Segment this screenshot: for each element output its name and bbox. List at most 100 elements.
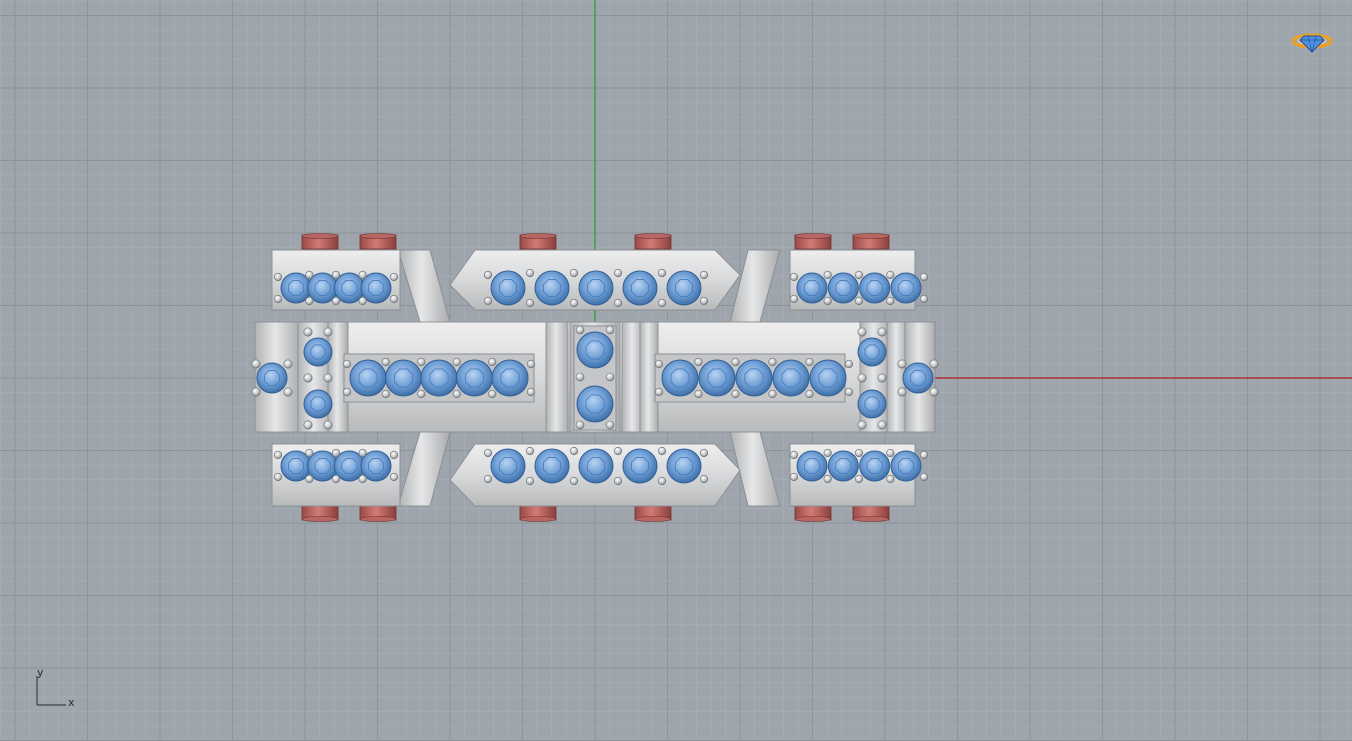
prong-bead [273, 294, 283, 304]
prong-bead [525, 298, 535, 308]
prong-bead [699, 448, 709, 458]
prong-bead [605, 420, 615, 430]
gemstone [857, 389, 887, 419]
prong-bead [823, 474, 832, 484]
prong-bead [323, 327, 333, 337]
prong-bead [358, 270, 367, 280]
prong-bead [303, 327, 313, 337]
prong-bead [358, 474, 367, 484]
prong-bead [823, 270, 832, 280]
prong-bead [844, 359, 854, 369]
prong-bead [699, 270, 709, 280]
prong-bead [657, 476, 667, 486]
prong-bead [857, 373, 867, 383]
prong-bead [569, 268, 579, 278]
gemstone [360, 272, 392, 304]
prong-bead [305, 474, 314, 484]
prong-bead [699, 474, 709, 484]
axis-widget-lines [36, 676, 66, 706]
gemstone [349, 359, 387, 397]
prong-bead [613, 298, 623, 308]
prong-bead [342, 387, 352, 397]
gemstone [796, 272, 828, 304]
gemstone [578, 448, 614, 484]
jewelry-ring-icon[interactable] [1290, 28, 1334, 54]
prong-bead [305, 270, 314, 280]
prong-bead [526, 387, 536, 397]
ring-logo-svg [1291, 33, 1333, 53]
prong-bead [331, 270, 341, 280]
prong-bead [452, 389, 461, 399]
post-stud [634, 505, 672, 522]
prong-bead [273, 472, 283, 482]
prong-bead [303, 420, 313, 430]
prong-bead [919, 472, 929, 482]
prong-bead [823, 448, 832, 458]
prong-bead [525, 446, 535, 456]
gemstone [666, 270, 702, 306]
gemstone [578, 270, 614, 306]
prong-bead [694, 389, 703, 399]
prong-bead [358, 296, 367, 306]
prong-bead [613, 268, 623, 278]
prong-bead [569, 298, 579, 308]
prong-bead [283, 359, 293, 369]
axis-widget-x-label: x [68, 696, 75, 709]
prong-bead [283, 387, 293, 397]
prong-bead [526, 359, 536, 369]
gemstone [307, 450, 339, 482]
gemstone [280, 272, 312, 304]
prong-bead [389, 294, 399, 304]
prong-bead [654, 387, 664, 397]
prong-bead [877, 327, 887, 337]
prong-bead [731, 357, 740, 367]
gemstone [622, 270, 658, 306]
prong-bead [358, 448, 367, 458]
prong-bead [569, 446, 579, 456]
prong-bead [331, 474, 341, 484]
prong-bead [919, 450, 929, 460]
post-stud [301, 233, 339, 250]
prong-bead [929, 387, 939, 397]
post-stud [852, 233, 890, 250]
prong-bead [331, 296, 341, 306]
prong-bead [768, 389, 777, 399]
gemstone [666, 448, 702, 484]
gemstone [256, 362, 288, 394]
axis-widget-y-label: y [37, 666, 44, 679]
prong-bead [857, 327, 867, 337]
post-stud [634, 233, 672, 250]
prong-bead [886, 448, 895, 458]
chevron-wall [397, 249, 451, 323]
prong-bead [699, 296, 709, 306]
prong-bead [789, 472, 799, 482]
prong-bead [575, 420, 585, 430]
prong-bead [305, 296, 314, 306]
post-stud [301, 505, 339, 522]
prong-bead [605, 325, 615, 335]
gemstone [827, 272, 859, 304]
prong-bead [854, 448, 864, 458]
gemstone [698, 359, 736, 397]
world-axes [594, 0, 1352, 379]
gemstone [661, 359, 699, 397]
prong-bead [483, 474, 493, 484]
prong-bead [823, 296, 832, 306]
post-stud [359, 233, 397, 250]
prong-bead [886, 474, 895, 484]
prong-bead [613, 476, 623, 486]
prong-bead [657, 446, 667, 456]
prong-bead [657, 268, 667, 278]
ring-model[interactable] [251, 233, 939, 522]
prong-bead [273, 272, 283, 282]
prong-bead [251, 359, 261, 369]
prong-bead [525, 476, 535, 486]
prong-bead [569, 476, 579, 486]
prong-bead [805, 357, 814, 367]
post-stud [794, 233, 832, 250]
prong-bead [789, 272, 799, 282]
gemstone [890, 272, 922, 304]
prong-bead [654, 359, 664, 369]
